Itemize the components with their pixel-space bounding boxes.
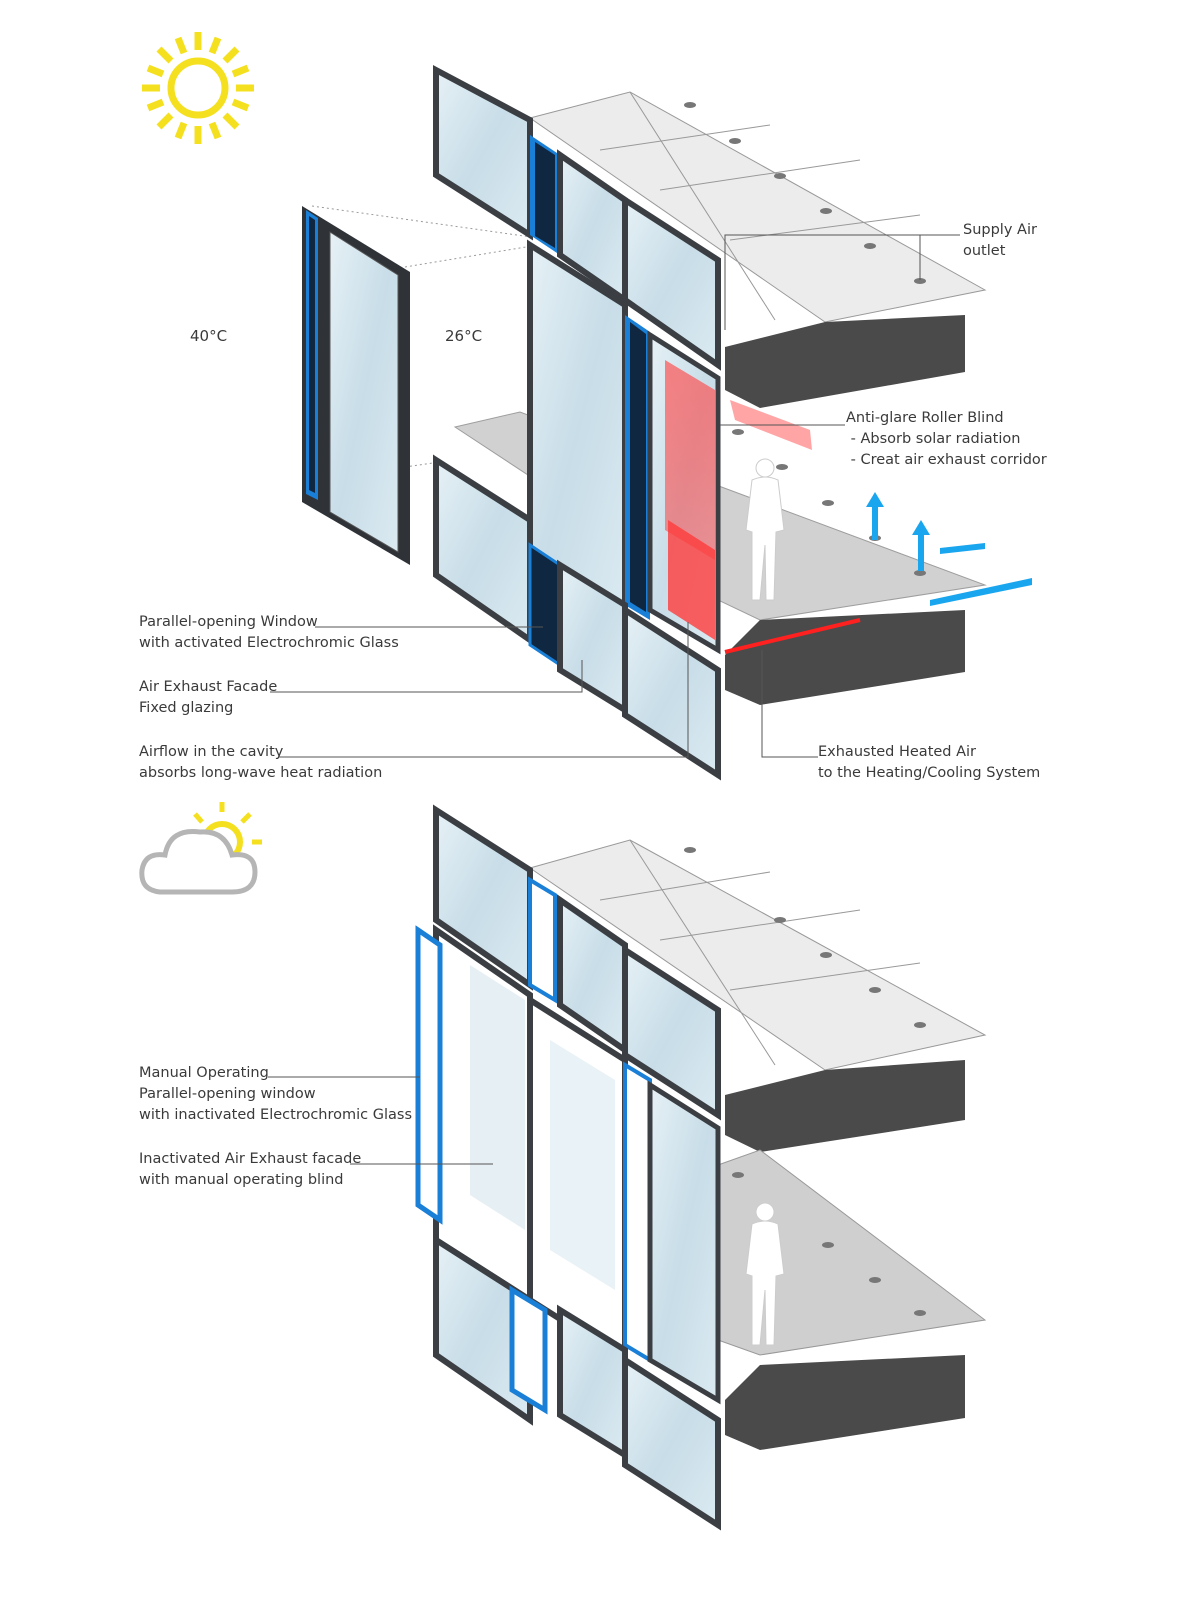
person-silhouette-bottom bbox=[745, 1202, 785, 1346]
outside-temperature: 40°C bbox=[190, 327, 228, 345]
upper-slab-top bbox=[725, 315, 965, 408]
sun-icon bbox=[142, 32, 254, 144]
label-inactive-exhaust-facade: Inactivated Air Exhaust facade with manu… bbox=[139, 1151, 362, 1188]
leader-lines-bottom bbox=[268, 1076, 493, 1165]
facade-top bbox=[433, 65, 721, 781]
label-air-exhaust-facade: Air Exhaust Facade Fixed glazing bbox=[139, 679, 278, 716]
inside-temperature: 26°C bbox=[445, 327, 483, 345]
upper-slab-bottom bbox=[725, 1060, 965, 1152]
lower-slab-bottom bbox=[725, 1355, 965, 1450]
cool-airflow-arrows bbox=[866, 492, 1032, 606]
label-roller-blind: Anti-glare Roller Blind - Absorb solar r… bbox=[846, 410, 1047, 468]
lower-floor-bottom bbox=[717, 1149, 987, 1356]
label-exhausted-heated-air: Exhausted Heated Air to the Heating/Cool… bbox=[818, 744, 1041, 781]
facade-bottom bbox=[415, 804, 721, 1531]
guide-lines bbox=[311, 205, 539, 468]
leader-lines-top bbox=[270, 234, 960, 758]
cloud-with-sun-icon bbox=[139, 802, 262, 895]
detached-window-panel bbox=[302, 206, 410, 565]
label-airflow-cavity: Airflow in the cavity absorbs long-wave … bbox=[139, 744, 383, 781]
person-silhouette-top bbox=[745, 458, 785, 601]
upper-ceiling-bottom bbox=[528, 839, 987, 1071]
label-parallel-window: Parallel-opening Window with activated E… bbox=[139, 614, 399, 651]
lower-slab-top bbox=[725, 610, 965, 705]
upper-ceiling-top bbox=[528, 91, 987, 323]
heat-airflow-arrows bbox=[665, 360, 861, 654]
label-supply-air: Supply Air outlet bbox=[963, 222, 1037, 259]
label-manual-window: Manual Operating Parallel-opening window… bbox=[139, 1065, 413, 1123]
